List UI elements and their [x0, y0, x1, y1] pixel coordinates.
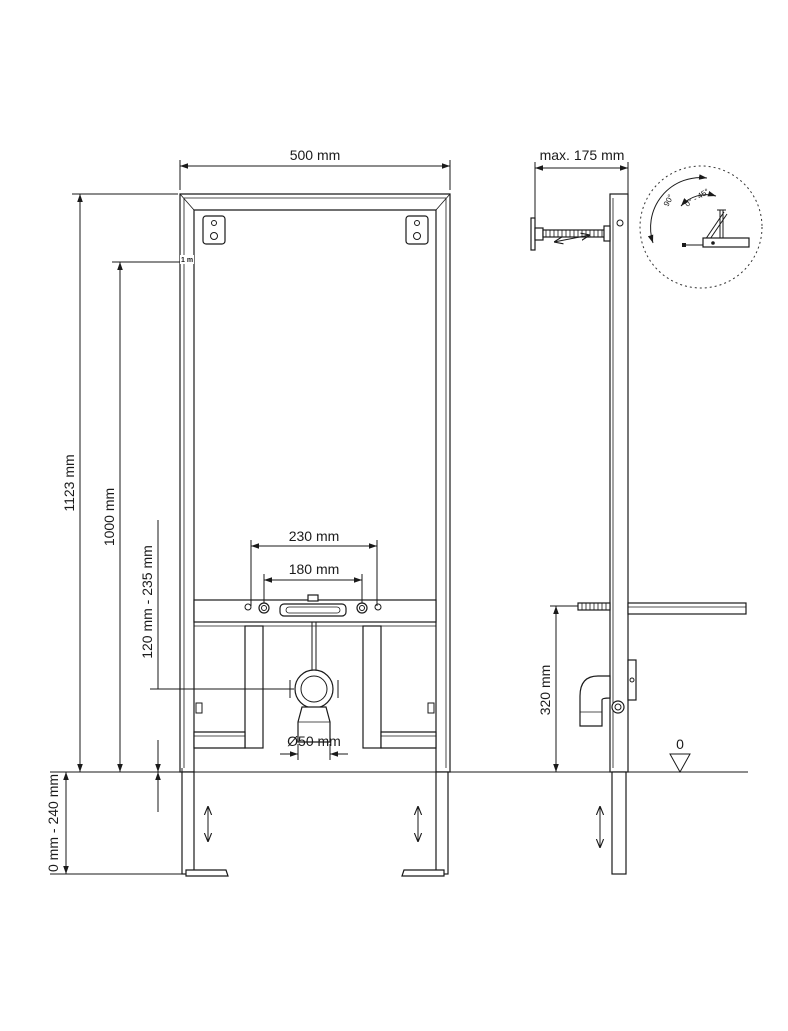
left-leg [181, 768, 229, 877]
lower-rod [577, 602, 747, 701]
outlet-height-label: 120 mm - 235 mm [139, 545, 155, 659]
drain-assembly [289, 622, 339, 743]
side-leg [611, 771, 627, 875]
side-view: max. 175 mm 320 mm 0 [530, 147, 747, 875]
meter-mark-label: 1 m [181, 257, 193, 264]
width-dimension-label: 500 mm [290, 147, 341, 163]
mount-spacing-outer-label: 230 mm [289, 528, 340, 544]
angle-detail: 90° 0° - 45° [639, 165, 763, 289]
side-drain-elbow [579, 675, 625, 727]
drain-diameter-label: Ø50 mm [287, 733, 341, 749]
angle-90-label: 90° [662, 193, 676, 208]
detail-circle [639, 165, 763, 289]
top-left-bracket [202, 215, 226, 245]
rod-height-label: 320 mm [537, 665, 553, 716]
angle-range-label: 0° - 45° [683, 187, 711, 209]
left-post [244, 625, 264, 749]
floor-level-label: 0 [676, 736, 684, 752]
total-height-label: 1123 mm [61, 454, 77, 511]
leg-adjust-label: 0 mm - 240 mm [45, 774, 61, 872]
front-view: 1 m [45, 147, 748, 877]
mount-spacing-inner-label: 180 mm [289, 561, 340, 577]
height-1m-label: 1000 mm [101, 488, 117, 546]
floor-level-marker [669, 753, 691, 774]
top-right-bracket [405, 215, 429, 245]
depth-dimension-label: max. 175 mm [540, 147, 625, 163]
right-post [362, 625, 382, 749]
depth-adjust-arrow [554, 235, 590, 242]
top-wall-anchor [530, 217, 611, 251]
mounting-rail [193, 594, 437, 627]
right-leg [401, 771, 449, 877]
